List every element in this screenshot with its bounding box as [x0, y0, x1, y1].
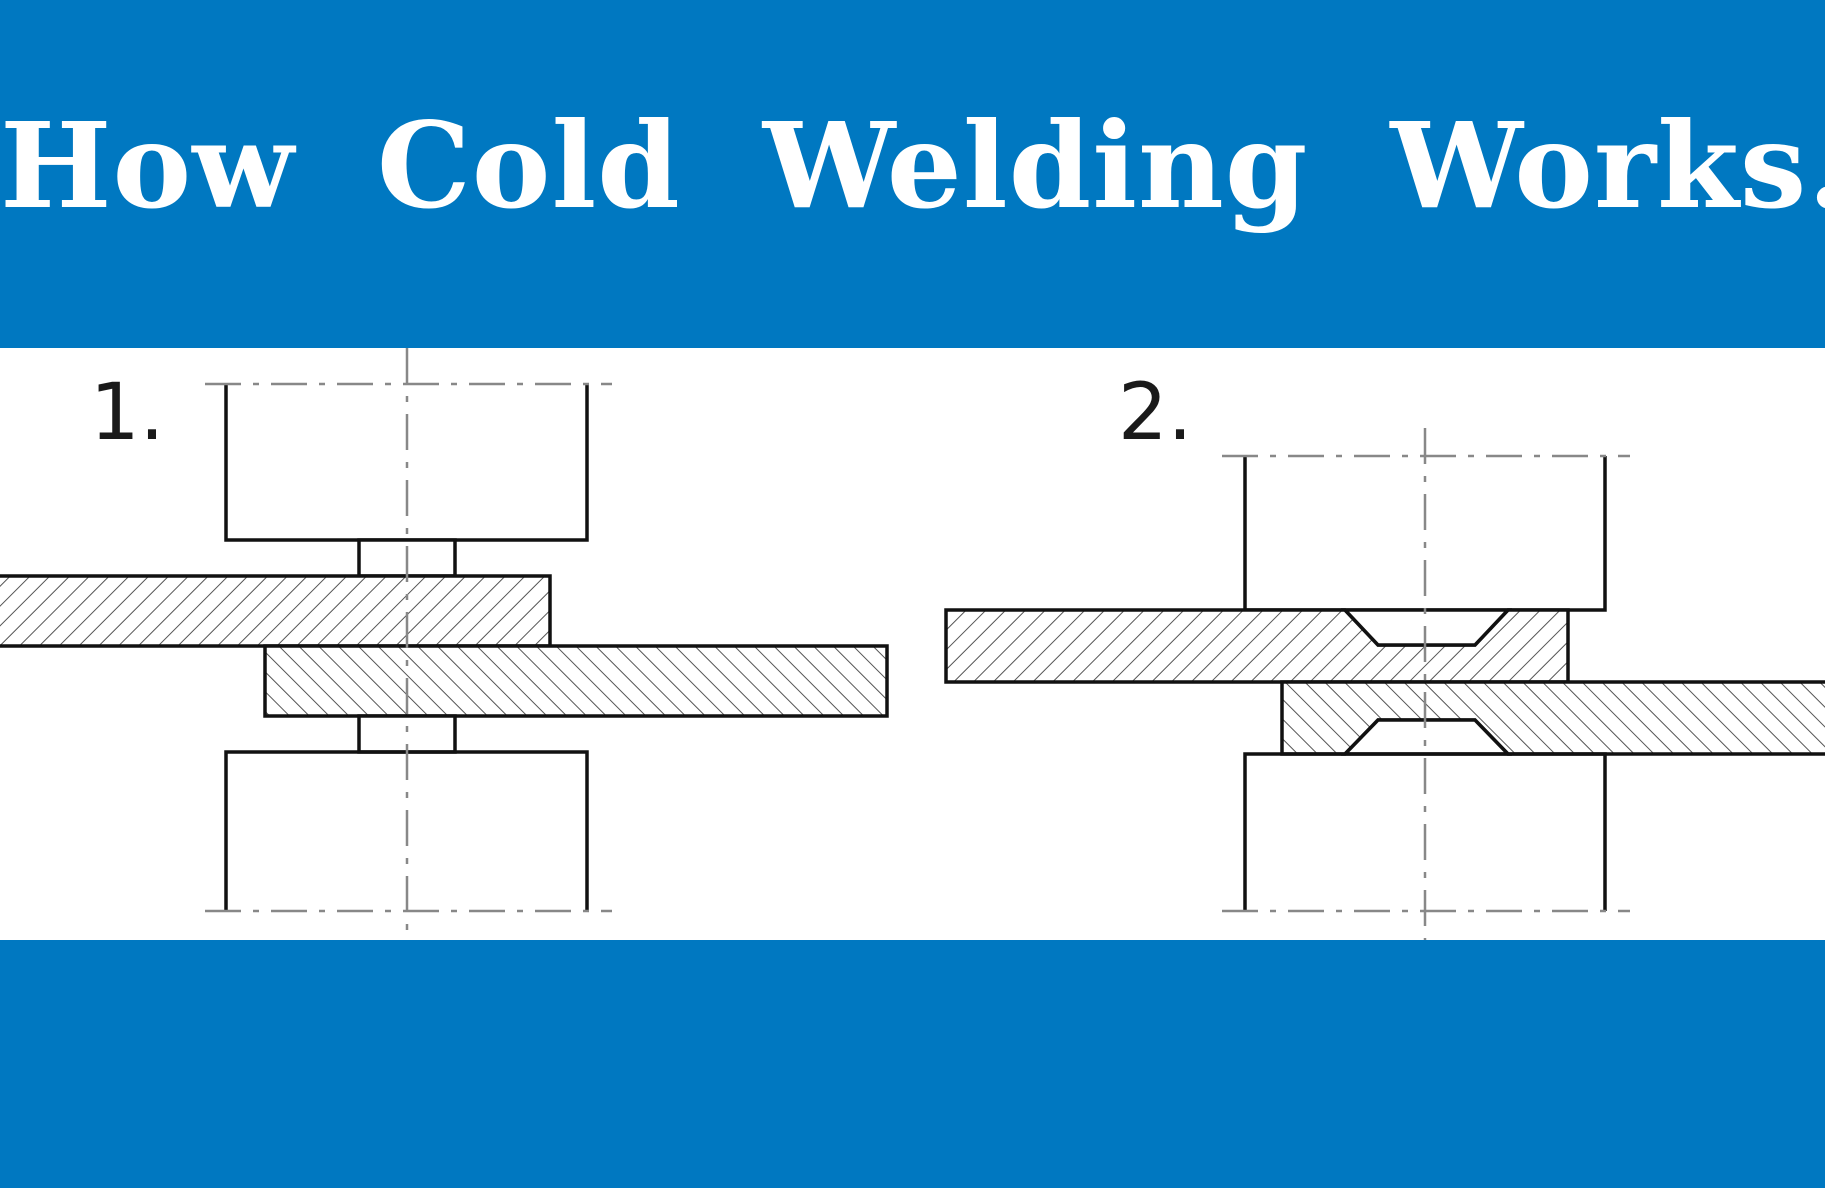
step-2-lower-die: [1243, 752, 1607, 911]
step-1-diagram: [0, 348, 889, 940]
step-1-upper-sheet: [0, 574, 552, 648]
step-2-diagram: [944, 428, 1825, 940]
step-2-upper-punch: [1340, 608, 1513, 647]
title-banner: How Cold Welding Works.: [0, 0, 1825, 348]
footer-band: [0, 940, 1825, 1188]
diagram-area: 1. 2.: [0, 348, 1825, 940]
cold-welding-diagram: [0, 348, 1825, 940]
step-1-lower-sheet: [263, 644, 889, 718]
step-1-label: 1.: [90, 368, 165, 458]
page-title: How Cold Welding Works.: [0, 96, 1825, 235]
step-2-label: 2.: [1118, 368, 1193, 458]
